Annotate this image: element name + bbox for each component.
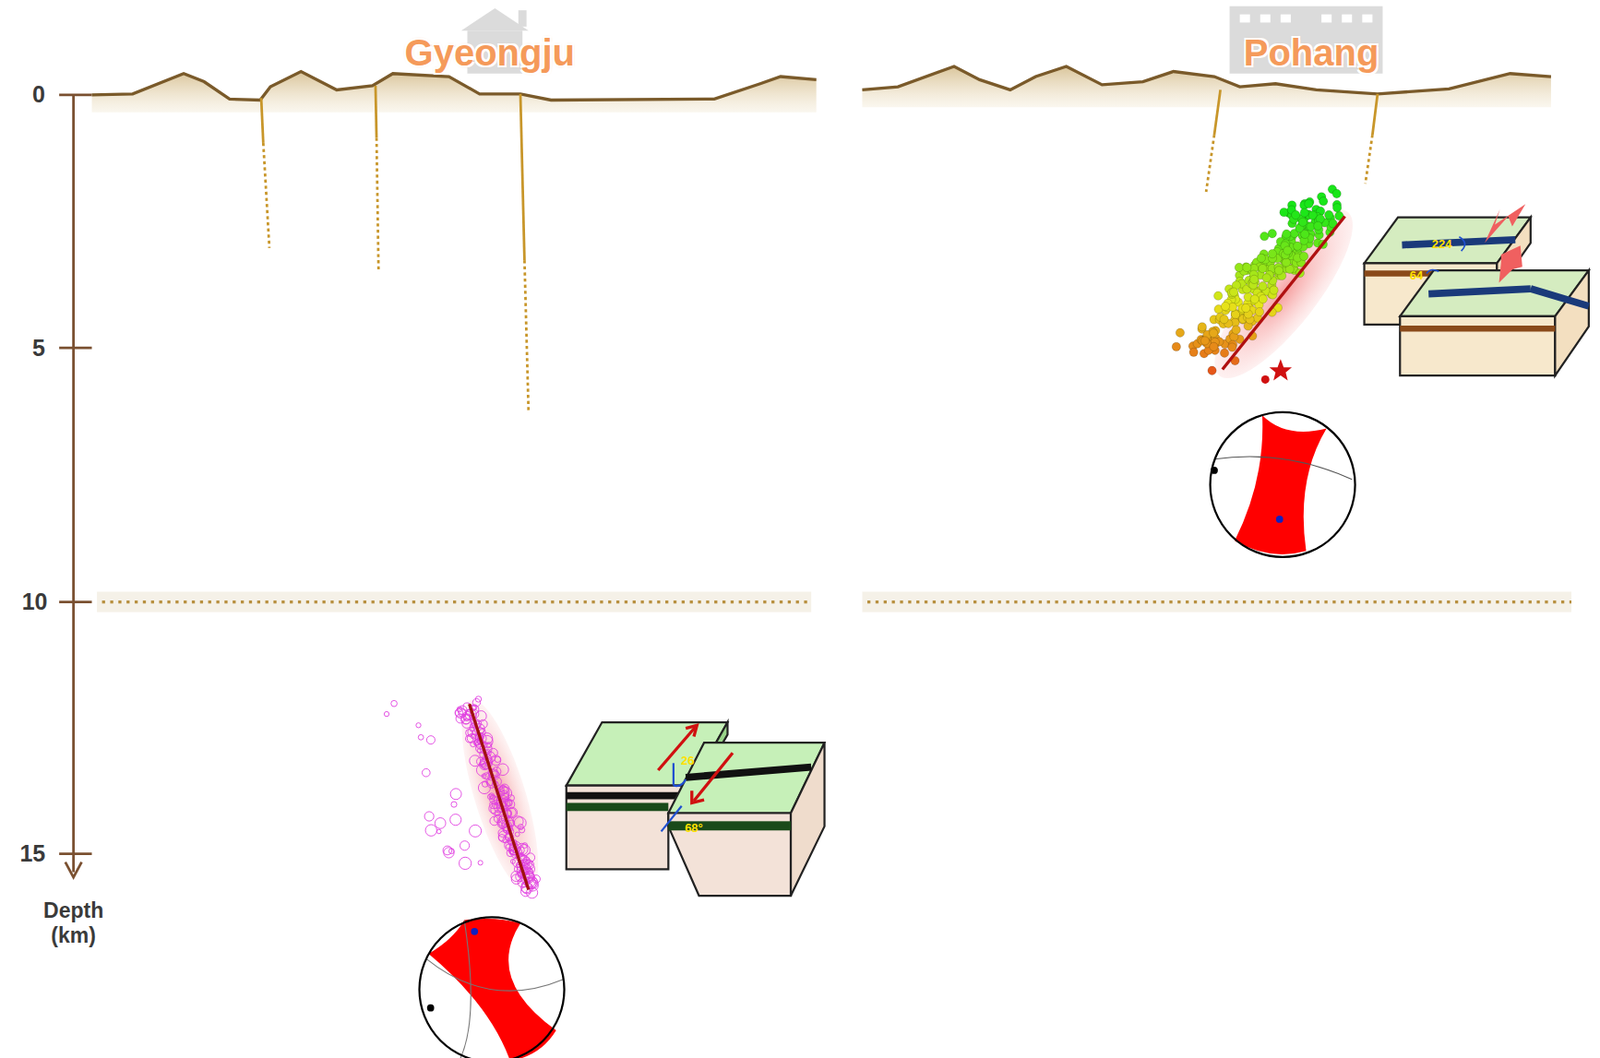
depth-10km-line: [96, 592, 1572, 613]
gyeongju-seismicity: [383, 692, 554, 899]
angle-label: 224: [1432, 237, 1453, 251]
angle-label: 68°: [684, 821, 704, 836]
ground-surface: [92, 66, 1552, 113]
building-icon: [1229, 6, 1384, 74]
depth-tick: 0: [32, 81, 46, 108]
pohang-seismicity: [1171, 185, 1374, 397]
pohang-focal-mechanism: [1210, 412, 1356, 558]
fault-lines: [261, 85, 1378, 414]
gyeongju-block-diagram: [566, 722, 825, 896]
angle-label: 26: [680, 753, 694, 768]
pohang-block-diagram: [1364, 203, 1589, 376]
site-title: Pohang: [1243, 32, 1380, 74]
depth-tick: 5: [32, 334, 46, 362]
depth-axis: [59, 95, 92, 878]
site-title: Gyeongju: [405, 32, 575, 74]
axis-title: Depth (km): [36, 898, 111, 948]
depth-tick: 15: [19, 840, 46, 868]
angle-label: 64: [1409, 268, 1423, 283]
depth-tick: 10: [22, 588, 48, 616]
gyeongju-focal-mechanism: [419, 917, 565, 1058]
